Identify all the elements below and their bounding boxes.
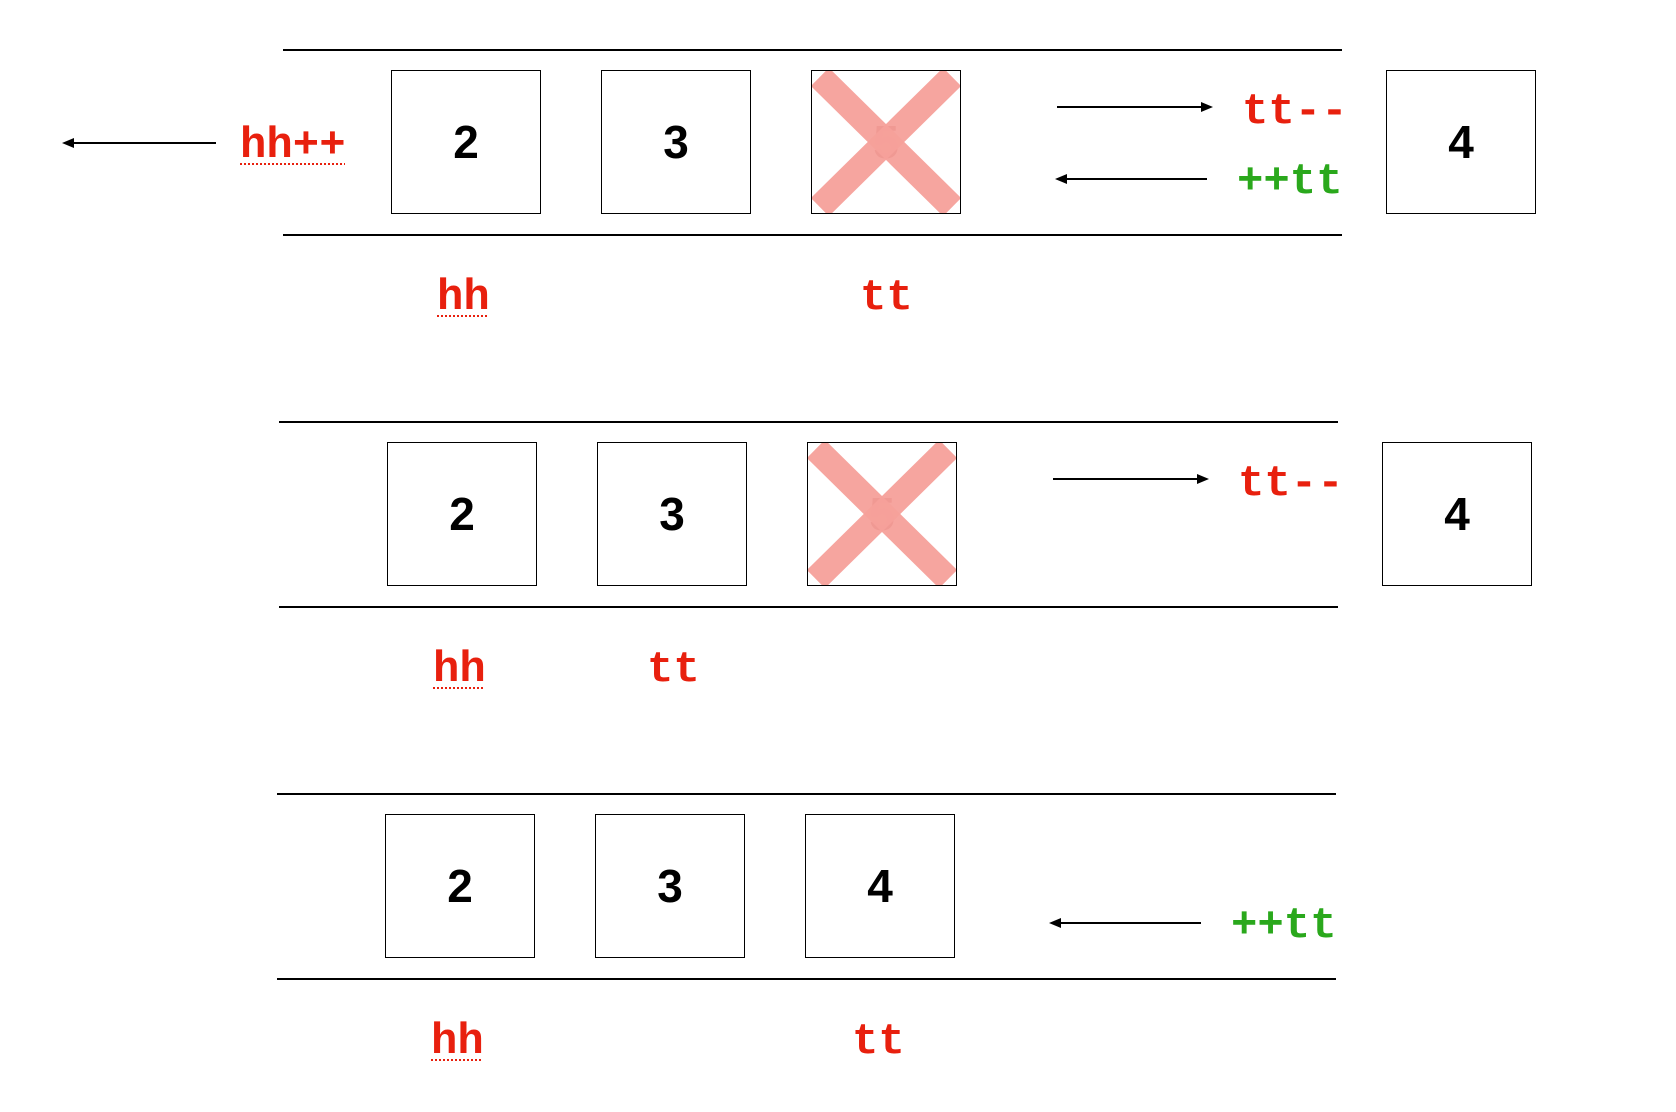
queue-cell-removed: 5 (811, 70, 961, 214)
queue-cell: 2 (387, 442, 537, 586)
right-arrow-icon (1053, 474, 1209, 484)
side-cell: 4 (1382, 442, 1532, 586)
queue-cell: 2 (391, 70, 541, 214)
queue-cell-removed: 5 (807, 442, 957, 586)
left-arrow-icon (1055, 174, 1207, 184)
right-arrow-icon (1057, 102, 1213, 112)
queue-cell: 4 (805, 814, 955, 958)
queue-top-border (277, 793, 1336, 795)
tail-decrement-label: tt-- (1242, 87, 1348, 137)
tail-pointer-label: tt (852, 1017, 905, 1067)
cell-value: 2 (449, 488, 475, 540)
head-increment-label: hh++ (240, 121, 346, 171)
head-pointer-label: hh (433, 645, 486, 695)
queue-top-border (279, 421, 1338, 423)
cell-value: 4 (867, 860, 893, 912)
queue-cell: 2 (385, 814, 535, 958)
queue-cell: 3 (597, 442, 747, 586)
queue-cell: 3 (601, 70, 751, 214)
tail-pointer-label: tt (647, 645, 700, 695)
left-arrow-icon (62, 138, 216, 148)
queue-bottom-border (277, 978, 1336, 980)
cell-value: 4 (1444, 488, 1470, 540)
cross-mark-icon (808, 443, 956, 585)
head-pointer-label: hh (431, 1017, 484, 1067)
cell-value: 2 (447, 860, 473, 912)
tail-decrement-label: tt-- (1238, 459, 1344, 509)
queue-top-border (283, 49, 1342, 51)
cell-value: 3 (663, 116, 689, 168)
cross-mark-icon (812, 71, 960, 213)
cell-value: 3 (657, 860, 683, 912)
queue-cell: 3 (595, 814, 745, 958)
tail-increment-label: ++tt (1231, 901, 1337, 951)
cell-value: 3 (659, 488, 685, 540)
cell-value: 2 (453, 116, 479, 168)
tail-increment-label: ++tt (1237, 157, 1343, 207)
tail-pointer-label: tt (860, 273, 913, 323)
cell-value: 4 (1448, 116, 1474, 168)
queue-bottom-border (279, 606, 1338, 608)
queue-bottom-border (283, 234, 1342, 236)
left-arrow-icon (1049, 918, 1201, 928)
side-cell: 4 (1386, 70, 1536, 214)
head-pointer-label: hh (437, 273, 490, 323)
